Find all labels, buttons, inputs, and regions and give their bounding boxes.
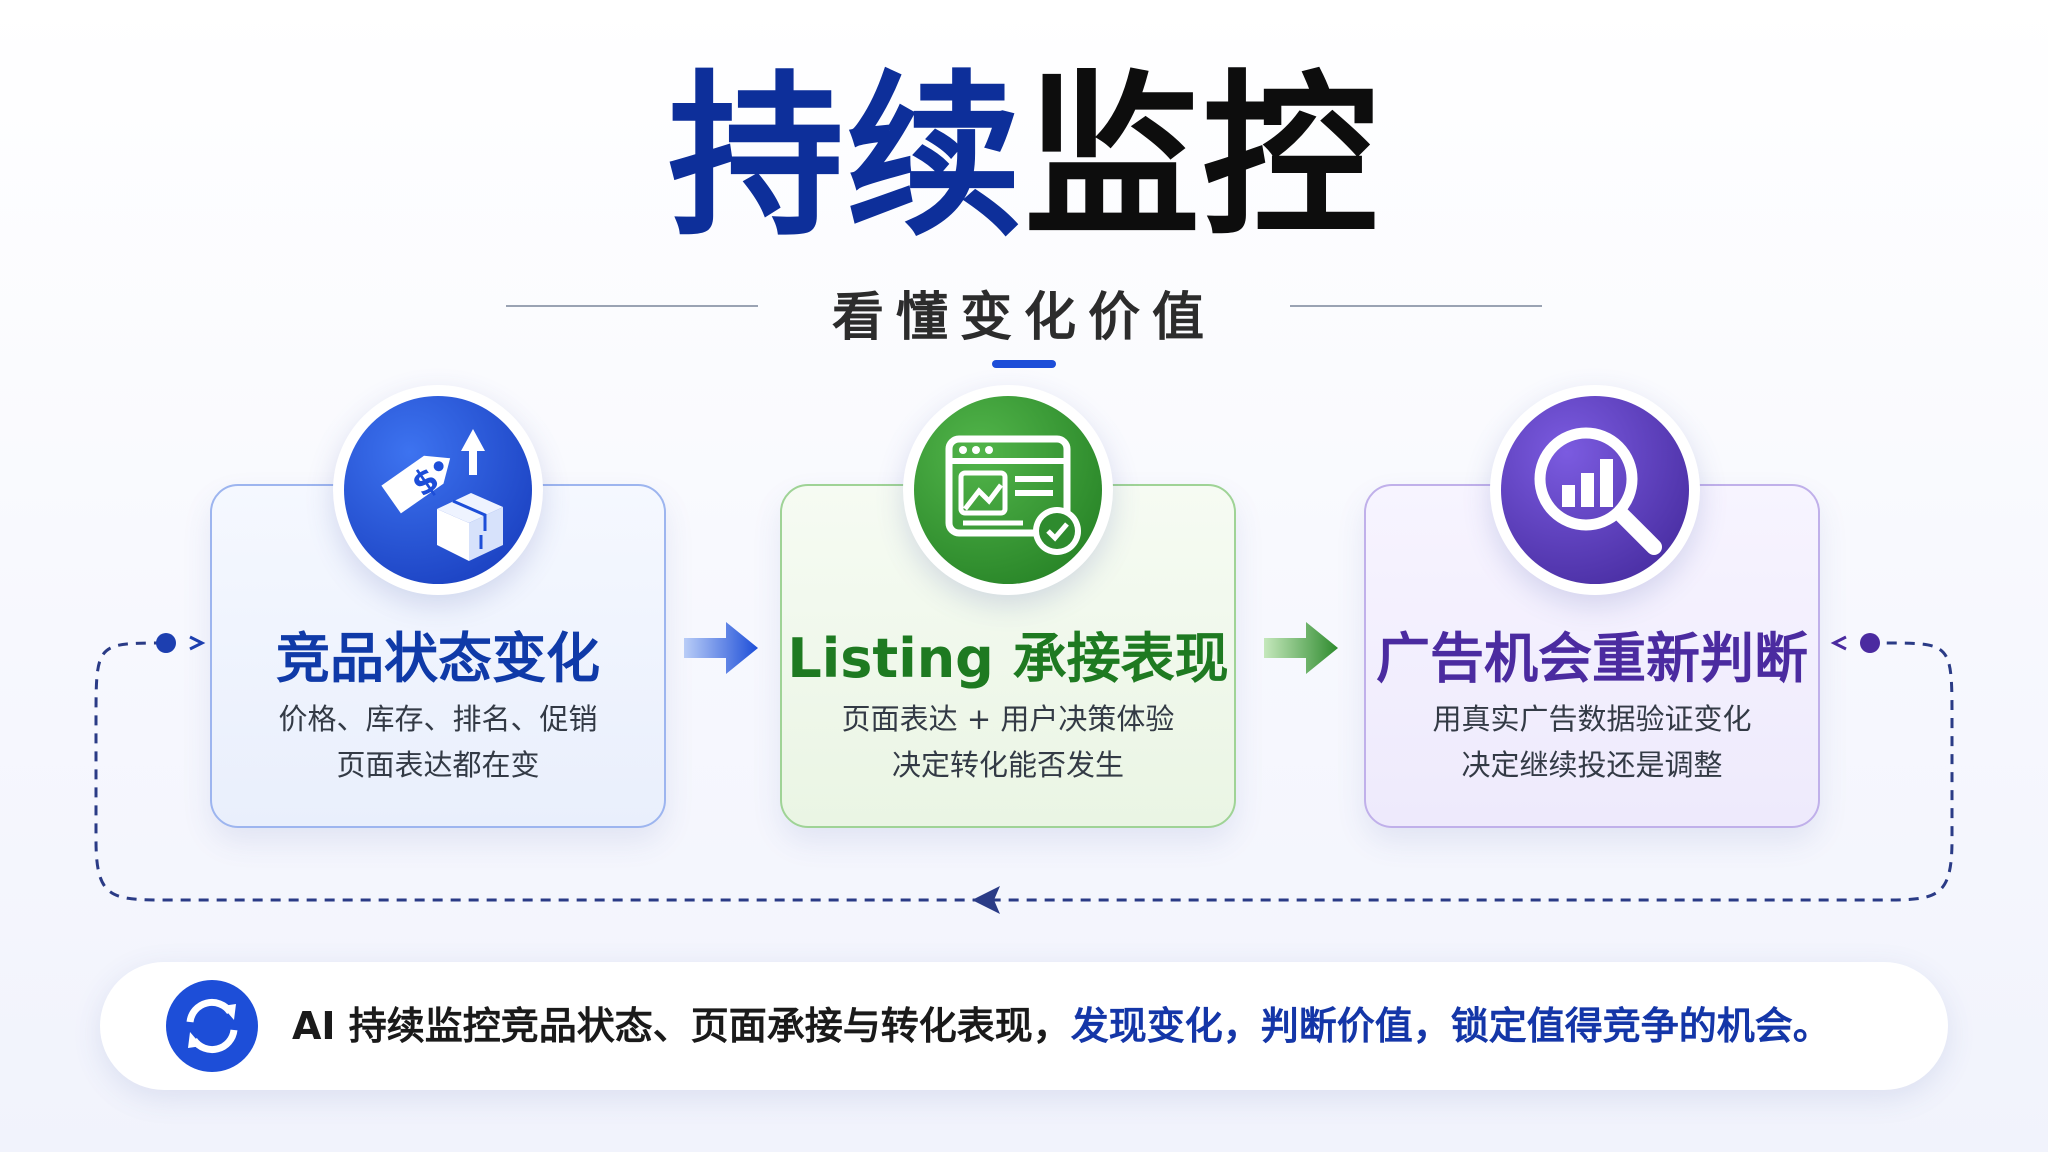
summary-highlight: 发现变化，判断价值，锁定值得竞争的机会。: [1070, 1004, 1831, 1048]
loop-arrow-left: [189, 635, 206, 651]
card-description: 用真实广告数据验证变化 决定继续投还是调整: [1366, 696, 1818, 788]
card-line-2: 页面表达都在变: [336, 748, 540, 782]
feedback-loop-path: [94, 641, 1954, 902]
subtitle-accent-bar: [992, 360, 1056, 368]
flow-arrow-2: [1264, 622, 1338, 674]
loop-node-right: [1860, 633, 1880, 653]
title-part-2: 监控: [1024, 55, 1381, 260]
card-description: 页面表达 + 用户决策体验 决定转化能否发生: [782, 696, 1234, 788]
card-line-1: 页面表达 + 用户决策体验: [841, 702, 1175, 736]
subtitle-divider-left: [506, 305, 758, 307]
card-title: 广告机会重新判断: [1376, 627, 1808, 690]
card-title: Listing 承接表现: [787, 627, 1229, 690]
card-line-1: 用真实广告数据验证变化: [1432, 702, 1752, 736]
loop-node-left: [156, 633, 176, 653]
summary-text: AI 持续监控竞品状态、页面承接与转化表现，发现变化，判断价值，锁定值得竞争的机…: [292, 1000, 1831, 1052]
card-line-2: 决定继续投还是调整: [1461, 748, 1723, 782]
card-listing-performance: Listing 承接表现 页面表达 + 用户决策体验 决定转化能否发生: [780, 484, 1236, 828]
card-line-2: 决定转化能否发生: [891, 748, 1124, 782]
magnifier-chart-icon: [1490, 385, 1700, 595]
loop-arrow-right: [1830, 635, 1847, 651]
card-description: 价格、库存、排名、促销 页面表达都在变: [212, 696, 664, 788]
webpage-check-icon: [903, 385, 1113, 595]
refresh-cycle-icon: [166, 980, 258, 1072]
title-part-1: 持续: [667, 55, 1024, 260]
subtitle: 看懂变化价值: [831, 288, 1216, 348]
loop-return-arrow: [972, 886, 1000, 914]
page-title: 持续监控: [0, 70, 2048, 246]
summary-lead: AI 持续监控竞品状态、页面承接与转化表现，: [292, 1004, 1071, 1048]
subtitle-divider-right: [1290, 305, 1542, 307]
summary-banner: AI 持续监控竞品状态、页面承接与转化表现，发现变化，判断价值，锁定值得竞争的机…: [100, 962, 1948, 1090]
card-title: 竞品状态变化: [276, 627, 600, 690]
card-line-1: 价格、库存、排名、促销: [278, 702, 598, 736]
price-tag-box-icon: $: [333, 385, 543, 595]
flow-arrow-1: [684, 622, 758, 674]
